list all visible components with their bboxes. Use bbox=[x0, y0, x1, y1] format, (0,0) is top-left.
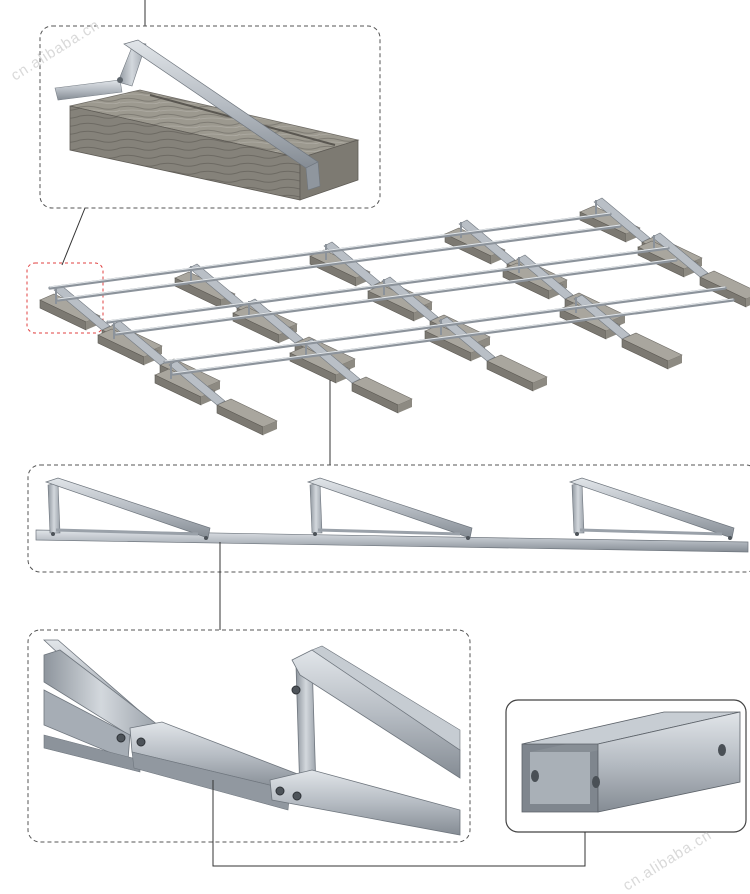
bolt-icon bbox=[116, 733, 126, 743]
triangle-frame bbox=[44, 477, 211, 539]
rail bbox=[164, 286, 726, 362]
bolt-icon bbox=[292, 791, 302, 801]
bracket bbox=[651, 232, 709, 278]
detail-connector bbox=[505, 699, 747, 833]
rail bbox=[57, 224, 621, 300]
hole-icon bbox=[531, 770, 539, 782]
rail bbox=[49, 212, 611, 288]
solar-mount-array bbox=[26, 197, 750, 436]
base-beam bbox=[35, 529, 749, 553]
detail-triangle-row bbox=[27, 464, 750, 573]
detail-joint bbox=[27, 629, 471, 843]
bracket bbox=[323, 241, 381, 287]
bracket bbox=[593, 197, 651, 243]
highlight-box bbox=[26, 262, 104, 334]
triangle-frame bbox=[568, 477, 735, 539]
triangle-frame bbox=[306, 477, 473, 539]
hole-icon bbox=[718, 744, 726, 756]
detail-ballast-block bbox=[39, 0, 381, 209]
bolt-icon bbox=[117, 77, 123, 83]
leader-line-4 bbox=[212, 780, 586, 867]
callout-frame-2 bbox=[27, 464, 750, 573]
bolt-icon bbox=[275, 786, 285, 796]
bracket bbox=[438, 316, 496, 362]
bolt-icon bbox=[291, 685, 301, 695]
bracket bbox=[381, 276, 439, 322]
bolt-icon bbox=[136, 737, 146, 747]
bracket bbox=[303, 338, 361, 384]
bracket bbox=[246, 298, 304, 344]
rail bbox=[115, 258, 677, 334]
rail bbox=[172, 298, 734, 374]
hole-icon bbox=[592, 776, 600, 788]
square-tube bbox=[597, 711, 741, 813]
rail bbox=[107, 246, 669, 322]
leader-line-1 bbox=[61, 207, 86, 266]
